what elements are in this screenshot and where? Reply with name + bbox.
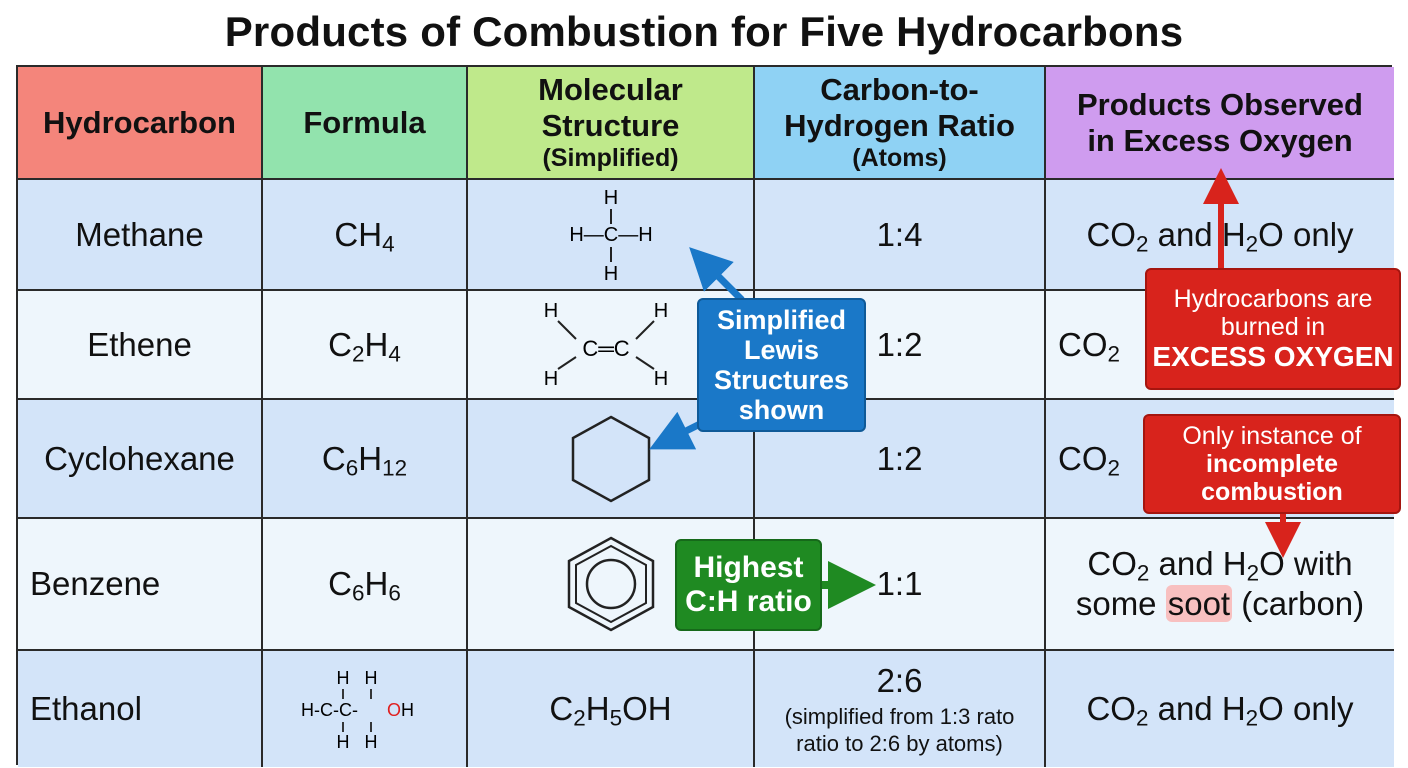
subscript: 2 bbox=[1107, 455, 1120, 481]
subscript: 12 bbox=[382, 455, 408, 481]
subscript: 2 bbox=[1245, 705, 1259, 731]
row-methane-ratio: 1:4 bbox=[755, 180, 1046, 291]
subscript: 2 bbox=[1136, 561, 1150, 587]
ethanol-oxygen: O bbox=[387, 700, 401, 720]
header-structure: Molecular Structure (Simplified) bbox=[468, 67, 755, 180]
methane-atom-h-top: H bbox=[603, 187, 617, 209]
ethanol-atom-h: H bbox=[401, 700, 414, 720]
methane-chain: H—C—H bbox=[569, 224, 652, 246]
row-ethene-formula: C2H4 bbox=[263, 291, 468, 400]
row-ethanol-name: Ethanol bbox=[18, 651, 263, 767]
benzene-ring bbox=[567, 536, 654, 632]
row-methane-name: Methane bbox=[18, 180, 263, 291]
subscript: 2 bbox=[1245, 231, 1259, 257]
row-cyclohexane-formula: C6H12 bbox=[263, 400, 468, 519]
row-benzene-products: CO2 and H2O with some soot (carbon) bbox=[1046, 519, 1394, 651]
row-cyclohexane-name: Cyclohexane bbox=[18, 400, 263, 519]
ethanol-structure: H H H-C-C- O H H H bbox=[301, 668, 414, 752]
ethanol-chain: H-C-C- bbox=[301, 700, 358, 720]
methane-structure: H H—C—H H bbox=[569, 187, 652, 285]
soot-highlight: soot bbox=[1165, 585, 1233, 622]
callout-incomplete-combustion: Only instance of incomplete combustion bbox=[1143, 414, 1401, 514]
ethanol-atom-h: H bbox=[336, 732, 349, 752]
subscript: 2 bbox=[1135, 705, 1149, 731]
ethene-double-bond: C═C bbox=[582, 336, 629, 361]
ethene-atom-h: H bbox=[543, 300, 557, 322]
subscript: 2 bbox=[1135, 231, 1149, 257]
subscript: 2 bbox=[1246, 561, 1260, 587]
ethene-atom-h: H bbox=[653, 300, 667, 322]
row-ethanol-formula: C2H5OH bbox=[468, 651, 755, 767]
ethene-structure: H H H H C═C bbox=[543, 300, 667, 390]
cyclohexane-ring bbox=[571, 415, 650, 502]
subscript: 4 bbox=[388, 341, 401, 367]
ethanol-atom-h: H bbox=[364, 668, 377, 688]
row-benzene-name: Benzene bbox=[18, 519, 263, 651]
header-hydrocarbon: Hydrocarbon bbox=[18, 67, 263, 180]
ethene-atom-h: H bbox=[543, 368, 557, 390]
subscript: 5 bbox=[609, 705, 623, 731]
subscript: 2 bbox=[352, 341, 365, 367]
subscript: 2 bbox=[1107, 341, 1120, 367]
row-ethene-name: Ethene bbox=[18, 291, 263, 400]
header-products: Products Observed in Excess Oxygen bbox=[1046, 67, 1394, 180]
row-benzene-formula: C6H6 bbox=[263, 519, 468, 651]
callout-highest-ratio: Highest C:H ratio bbox=[675, 539, 822, 631]
subscript: 6 bbox=[388, 580, 401, 606]
row-ethanol-structure: H H H-C-C- O H H H bbox=[263, 651, 468, 767]
callout-excess-oxygen: Hydrocarbons are burned in EXCESS OXYGEN bbox=[1145, 268, 1401, 390]
callout-lewis-structures: Simplified Lewis Structures shown bbox=[697, 298, 866, 432]
subscript: 6 bbox=[345, 455, 359, 481]
methane-atom-h-bottom: H bbox=[603, 263, 617, 285]
ethene-atom-h: H bbox=[653, 368, 667, 390]
ethanol-atom-h: H bbox=[364, 732, 377, 752]
ethanol-atom-h: H bbox=[336, 668, 349, 688]
subscript: 4 bbox=[382, 231, 395, 257]
row-ethanol-ratio: 2:6 (simplified from 1:3 rato ratio to 2… bbox=[755, 651, 1046, 767]
header-ratio: Carbon-to- Hydrogen Ratio (Atoms) bbox=[755, 67, 1046, 180]
subscript: 6 bbox=[352, 580, 365, 606]
header-formula: Formula bbox=[263, 67, 468, 180]
page-title: Products of Combustion for Five Hydrocar… bbox=[224, 8, 1184, 55]
row-methane-structure: H H—C—H H bbox=[468, 180, 755, 291]
row-methane-formula: CH4 bbox=[263, 180, 468, 291]
row-ethanol-products: CO2 and H2O only bbox=[1046, 651, 1394, 767]
subscript: 2 bbox=[573, 705, 586, 731]
